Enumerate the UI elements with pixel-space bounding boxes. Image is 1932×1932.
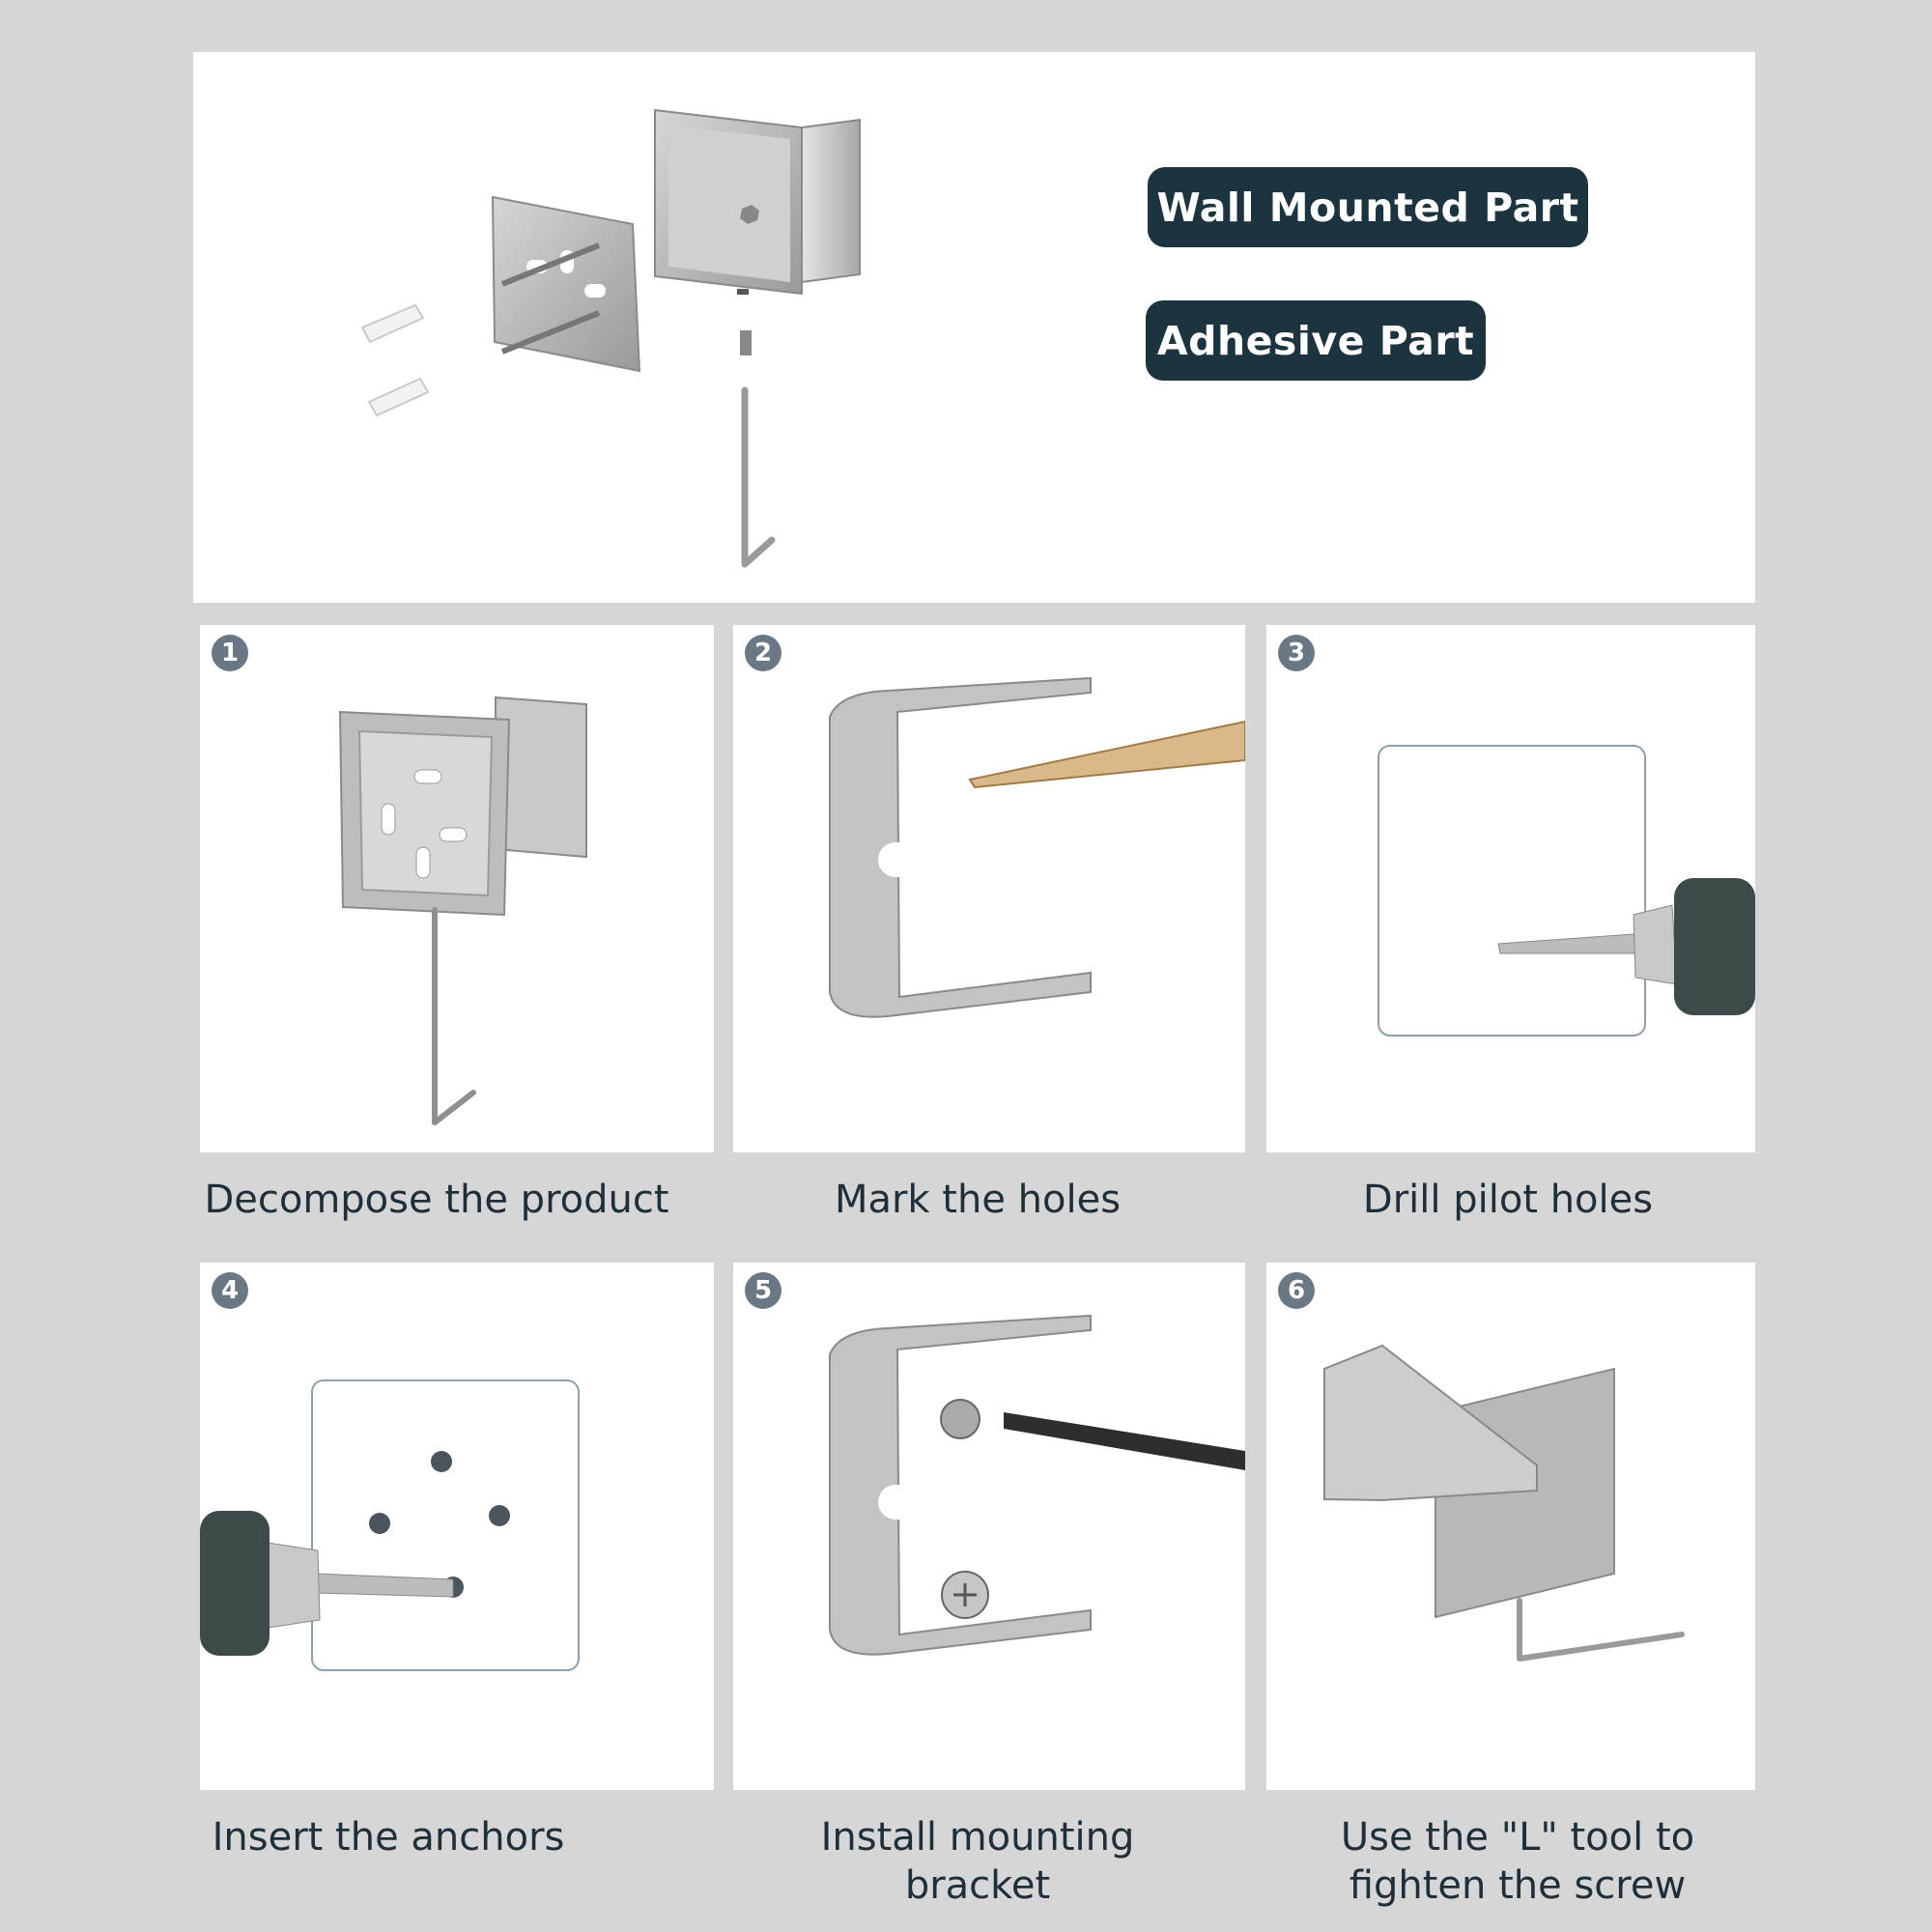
step-number-badge: 2 [745,635,781,671]
step-number-badge: 6 [1278,1272,1315,1309]
hex-key-icon [741,386,776,568]
step-3-caption: Drill pilot holes [1362,1178,1654,1222]
step-number-badge: 3 [1278,635,1315,671]
step-number-badge: 5 [745,1272,781,1309]
decompose-illustration [338,696,587,1125]
step-6-caption: Use the "L" tool to fighten the screw [1340,1815,1695,1908]
drill-icon [1674,878,1755,1015]
exploded-view-panel: Wall Mounted Part Adhesive Part [193,52,1755,603]
pencil-icon [968,720,1245,789]
hook-body-icon [654,108,861,296]
step-3-panel: 3 [1266,625,1755,1152]
screwdriver-icon [1004,1412,1245,1470]
install-bracket-illustration [829,1314,1245,1656]
step-4-panel: 4 [200,1263,714,1790]
exploded-view-illustration [360,108,861,568]
step-number-badge: 1 [212,635,248,671]
step-1-panel: 1 [200,625,714,1152]
hex-key-icon [1517,1598,1685,1662]
step-4-caption: Insert the anchors [212,1815,565,1860]
set-screw-icon [740,330,752,355]
step-number-badge: 4 [212,1272,248,1309]
insert-anchors-illustration [200,1379,580,1671]
wall-anchor-icon [360,303,430,417]
step-1-caption: Decompose the product [204,1178,669,1222]
step-2-panel: 2 [733,625,1245,1152]
step-6-panel: 6 [1266,1263,1755,1790]
mark-holes-illustration [829,676,1245,1018]
step-2-caption: Mark the holes [834,1178,1122,1222]
adhesive-part-label: Adhesive Part [1146,300,1486,381]
drill-pilot-illustration [1378,745,1755,1037]
tighten-screw-illustration [1323,1344,1685,1662]
hex-key-icon [432,907,476,1125]
mounting-bracket-icon [491,195,641,373]
step-5-caption: Install mounting bracket [820,1815,1135,1908]
wall-mounted-part-label: Wall Mounted Part [1148,167,1588,247]
step-5-panel: 5 [733,1263,1245,1790]
drill-icon [200,1511,270,1656]
